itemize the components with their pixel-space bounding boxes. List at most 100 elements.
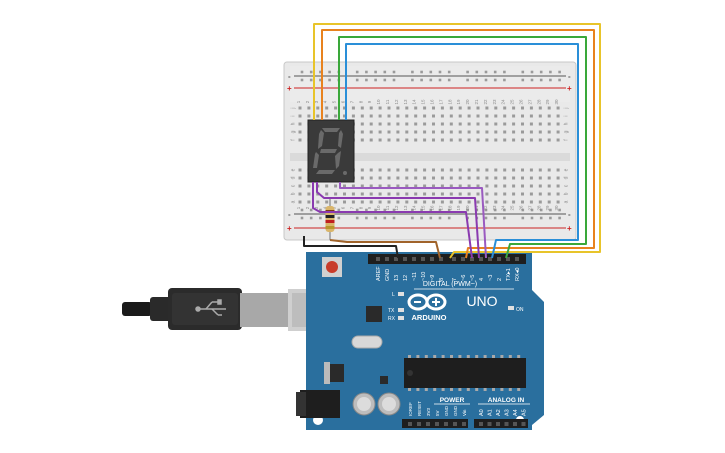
row-label: e bbox=[564, 168, 570, 171]
led-label-tx: TX bbox=[388, 308, 395, 314]
brand-label: ARDUINO bbox=[412, 313, 447, 322]
column-number-bottom: 20 bbox=[465, 205, 470, 211]
column-number-bottom: 11 bbox=[385, 205, 390, 210]
model-label: UNO bbox=[466, 293, 497, 309]
power-jack bbox=[300, 390, 340, 418]
column-number-top: 27 bbox=[527, 99, 532, 105]
microcontroller-chip bbox=[404, 358, 526, 388]
column-number-top: 13 bbox=[403, 99, 408, 105]
column-number-bottom: 18 bbox=[447, 205, 452, 211]
row-label: i bbox=[564, 115, 570, 116]
column-number-bottom: 25 bbox=[510, 205, 515, 211]
usb-cable bbox=[122, 288, 330, 331]
digital-pin-label: ~11 bbox=[412, 272, 418, 281]
led-label-rx: RX bbox=[388, 316, 396, 322]
column-number-bottom: 27 bbox=[527, 205, 532, 211]
led-label-l: L bbox=[392, 292, 395, 298]
row-label: j bbox=[564, 107, 570, 109]
rail-minus-label-bottom: - bbox=[288, 210, 291, 219]
column-number-bottom: 12 bbox=[394, 205, 399, 211]
power-pin-label: IOREF bbox=[408, 402, 413, 416]
column-number-bottom: 26 bbox=[519, 205, 524, 211]
row-label: b bbox=[564, 192, 570, 195]
power-pin-label: 3V3 bbox=[426, 407, 431, 416]
column-number-top: 24 bbox=[501, 99, 506, 105]
crystal bbox=[351, 335, 383, 349]
breadboard-rail-labels: - + - + - + - + bbox=[287, 72, 572, 233]
analog-pin-label: A0 bbox=[479, 409, 485, 416]
usb-chip bbox=[366, 306, 382, 322]
column-number-bottom: 7 bbox=[349, 206, 354, 209]
row-label: j bbox=[291, 107, 297, 109]
column-number-top: 3 bbox=[314, 100, 319, 103]
column-number-bottom: 1 bbox=[296, 206, 301, 209]
column-number-bottom: 4 bbox=[323, 206, 328, 209]
power-header-title: POWER bbox=[440, 397, 465, 404]
row-label: d bbox=[291, 176, 297, 179]
row-label: c bbox=[291, 184, 297, 187]
column-number-top: 1 bbox=[296, 100, 301, 103]
digital-pin-label: GND bbox=[385, 269, 391, 281]
analog-pin-label: A2 bbox=[496, 409, 502, 416]
breadboard-column-numbers-bottom: 1234567891011121314151617181920212223242… bbox=[296, 205, 559, 211]
row-label: g bbox=[564, 130, 570, 133]
column-number-top: 18 bbox=[447, 99, 452, 105]
column-number-bottom: 19 bbox=[456, 205, 461, 211]
segments bbox=[313, 128, 347, 175]
capacitors bbox=[352, 392, 401, 416]
row-label: f bbox=[564, 139, 570, 141]
wire-purple-2 bbox=[312, 182, 473, 259]
row-label: h bbox=[291, 122, 297, 125]
row-label: c bbox=[564, 184, 570, 187]
column-number-bottom: 29 bbox=[545, 205, 550, 211]
column-number-top: 23 bbox=[492, 99, 497, 105]
digital-header bbox=[368, 254, 526, 264]
column-number-top: 15 bbox=[421, 99, 426, 105]
column-number-top: 12 bbox=[394, 99, 399, 105]
column-number-bottom: 22 bbox=[483, 205, 488, 211]
column-number-top: 16 bbox=[430, 99, 435, 105]
column-number-top: 6 bbox=[341, 100, 346, 103]
column-number-bottom: 3 bbox=[314, 206, 319, 209]
column-number-top: 20 bbox=[465, 99, 470, 105]
column-number-top: 5 bbox=[332, 100, 337, 103]
analog-pin-label: A3 bbox=[505, 409, 511, 416]
power-pin-label: 5V bbox=[435, 410, 440, 416]
column-number-bottom: 2 bbox=[305, 206, 310, 209]
column-number-bottom: 14 bbox=[412, 205, 417, 211]
reset-button[interactable] bbox=[322, 257, 342, 277]
row-label: a bbox=[564, 200, 570, 203]
digital-pin-label: 12 bbox=[403, 275, 409, 281]
analog-pin-label: A1 bbox=[488, 409, 494, 416]
digital-pin-label: 7 bbox=[452, 278, 458, 281]
row-label: f bbox=[291, 139, 297, 141]
column-number-top: 17 bbox=[438, 99, 443, 105]
digital-pin-label: RX◂0 bbox=[515, 268, 521, 281]
row-label: g bbox=[291, 130, 297, 133]
wire-green bbox=[338, 36, 587, 259]
column-number-bottom: 13 bbox=[403, 205, 408, 211]
digital-pin-label: ~6 bbox=[461, 275, 467, 281]
power-pin-label: GND bbox=[444, 405, 449, 416]
column-number-bottom: 24 bbox=[501, 205, 506, 211]
power-pin-label: Vin bbox=[462, 409, 467, 416]
rail-minus-label-top: - bbox=[288, 72, 291, 81]
rail-plus-label-bottom: + bbox=[287, 224, 292, 233]
column-number-top: 4 bbox=[323, 100, 328, 103]
column-number-top: 19 bbox=[456, 99, 461, 105]
wires bbox=[303, 23, 601, 259]
digital-pin-label: ~3 bbox=[488, 275, 494, 281]
column-number-top: 25 bbox=[510, 99, 515, 105]
rail-plus-label-top: + bbox=[287, 84, 292, 93]
digital-pin-label: 2 bbox=[497, 278, 503, 281]
analog-header-title: ANALOG IN bbox=[488, 397, 525, 404]
column-number-top: 7 bbox=[349, 100, 354, 103]
usb-icon bbox=[195, 299, 226, 316]
row-label: b bbox=[291, 192, 297, 195]
row-label: h bbox=[564, 122, 570, 125]
column-number-top: 29 bbox=[545, 99, 550, 105]
column-number-top: 22 bbox=[483, 99, 488, 105]
